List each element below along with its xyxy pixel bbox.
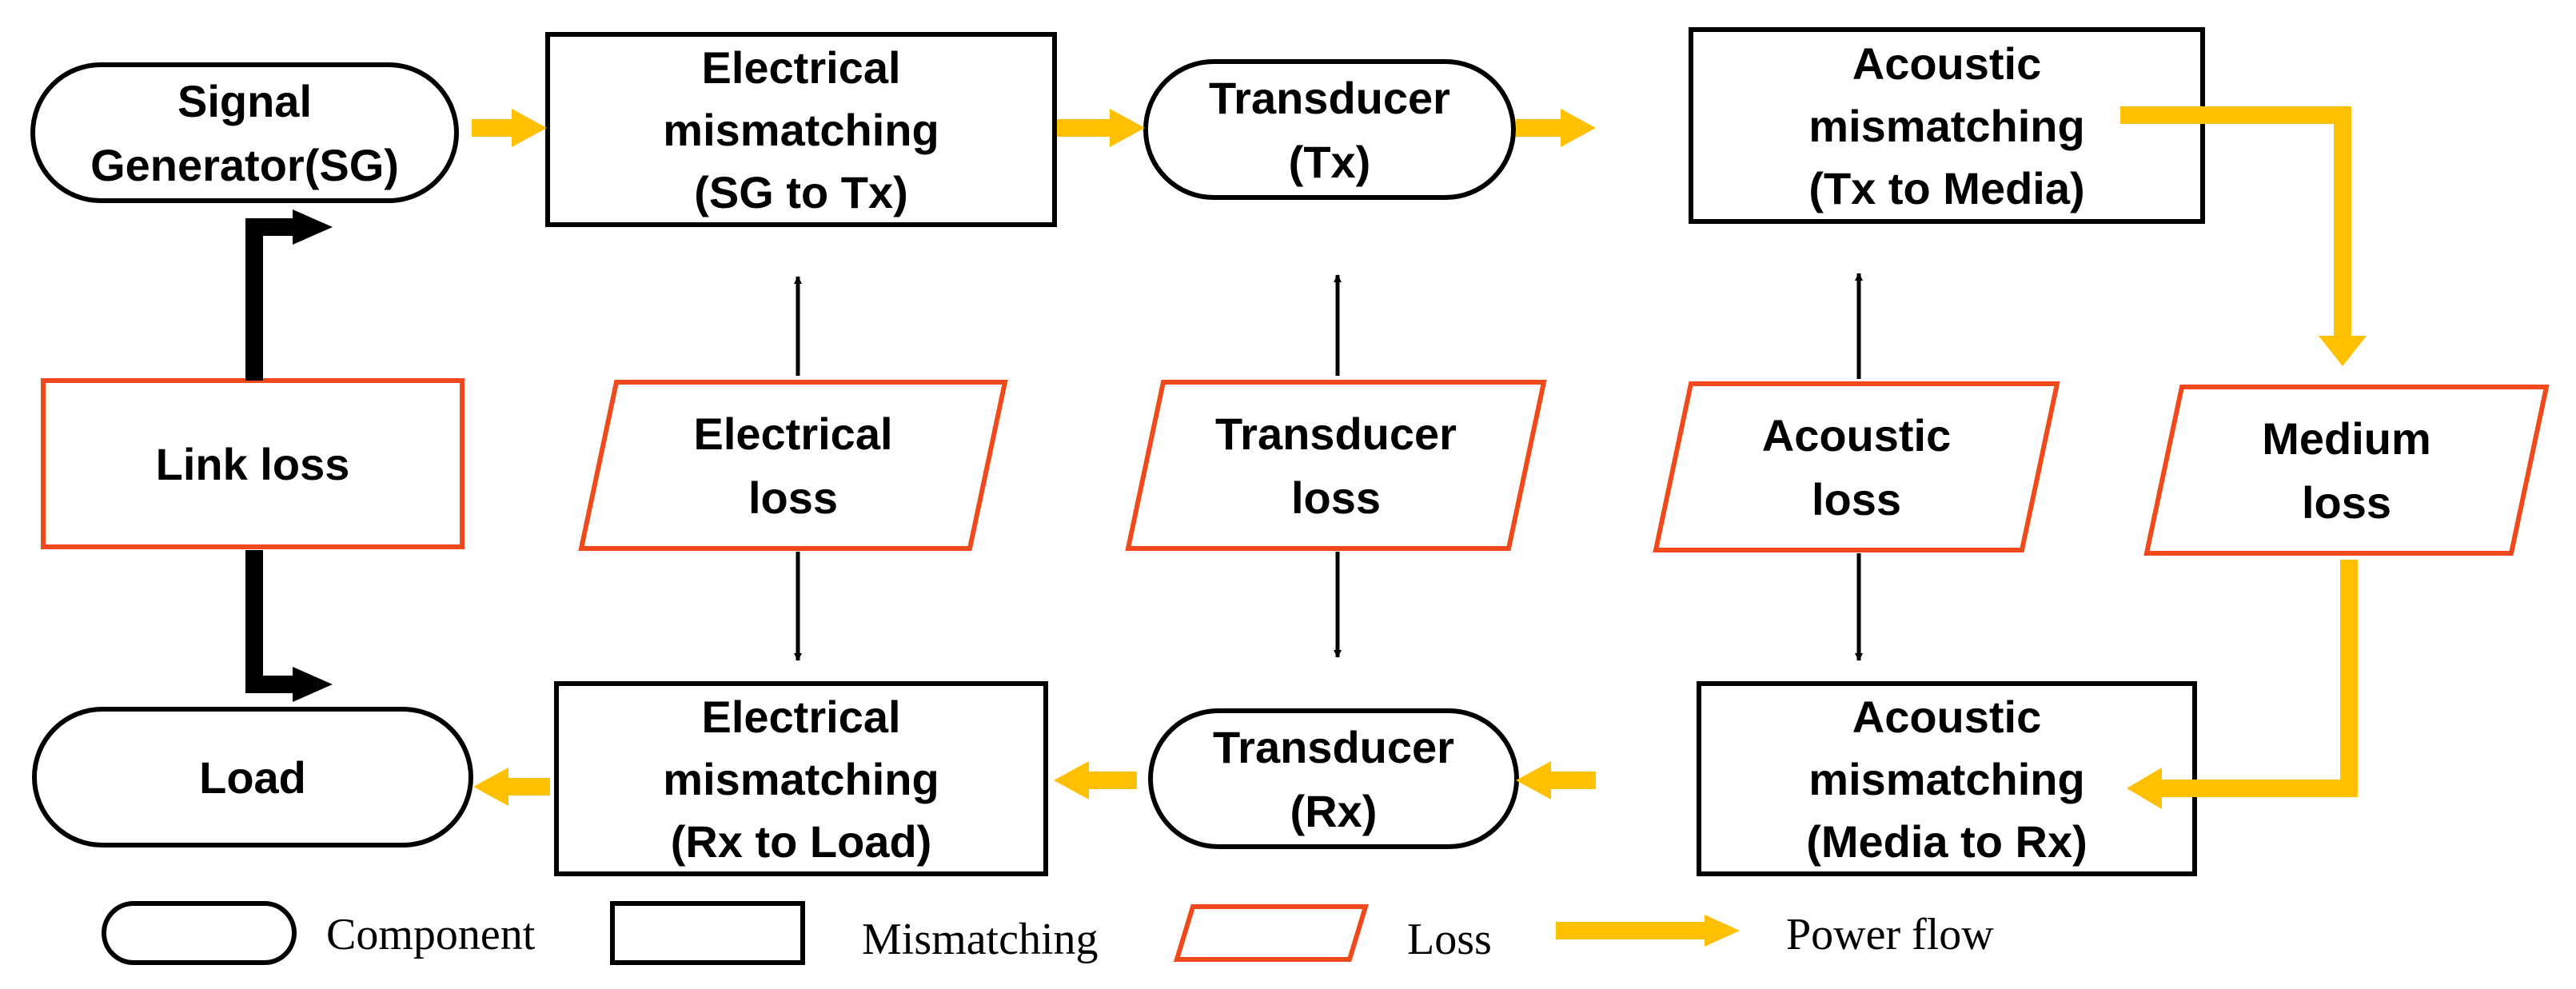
- medium-loss-label-line-1: Medium: [2262, 413, 2431, 464]
- legend: Component Mismatching Loss Power flow: [102, 901, 1994, 965]
- legend-loss: Loss: [1173, 904, 1492, 964]
- electrical-mismatching-sg-to-tx-label-line-2: mismatching: [663, 105, 939, 155]
- acoustic-loss-label-line-2: loss: [1812, 474, 1901, 524]
- acoustic-mismatching-tx-to-media-shape: [1689, 27, 2205, 224]
- electrical-mismatching-rx-to-load-label-line-3: (Rx to Load): [671, 816, 932, 867]
- transducer-loss-node: Transducer loss: [1125, 380, 1547, 551]
- electrical-mismatching-sg-to-tx-shape: [545, 32, 1057, 227]
- medium-loss-label-line-2: loss: [2302, 477, 2391, 528]
- medium-loss-node: Medium loss: [2143, 385, 2550, 556]
- legend-component-swatch: [102, 901, 297, 965]
- link-loss-node: Link loss: [41, 378, 465, 549]
- acoustic-mismatching-tx-to-media-node: Acoustic mismatching (Tx to Media): [1689, 27, 2205, 224]
- power-flow-arrow-transducer-to-acoustic-mismatch: [1516, 109, 1596, 147]
- transducer-rx-node: Transducer (Rx): [1148, 708, 1519, 849]
- link-loss-arrowhead-top: [293, 209, 333, 245]
- load-shape: [32, 707, 473, 847]
- power-flow-arrow-transducer-to-elec-mismatch-rx: [1054, 761, 1137, 800]
- power-flow-arrow-medium-to-acoustic-mismatch-rx: [2127, 560, 2358, 809]
- link-loss-arrow-to-load: [245, 550, 294, 693]
- legend-mismatching: Mismatching: [610, 901, 1099, 965]
- link-loss-label-line-1: Link loss: [156, 439, 350, 489]
- legend-loss-swatch: [1173, 904, 1370, 962]
- acoustic-mismatching-media-to-rx-shape: [1697, 681, 2197, 876]
- electrical-loss-label-line-2: loss: [748, 473, 838, 523]
- load-node: Load: [32, 707, 473, 847]
- signal-generator-label-line-2: Generator(SG): [90, 140, 399, 190]
- acoustic-mismatching-tx-to-media-label-line-3: (Tx to Media): [1808, 163, 2084, 213]
- power-flow-arrow-acoustic-mismatch-to-medium: [2120, 106, 2367, 366]
- electrical-mismatching-rx-to-load-label-line-2: mismatching: [663, 754, 939, 804]
- acoustic-loss-label-line-1: Acoustic: [1762, 410, 1952, 461]
- electrical-loss-node: Electrical loss: [578, 380, 1008, 551]
- signal-generator-label-line-1: Signal: [177, 76, 312, 126]
- acoustic-loss-shape: [1653, 381, 2060, 552]
- transducer-rx-shape: [1148, 708, 1519, 849]
- signal-generator-shape: [30, 62, 459, 203]
- legend-loss-label: Loss: [1407, 915, 1492, 964]
- power-flow-arrow-elec-mismatch-to-transducer: [1057, 109, 1145, 147]
- electrical-loss-label-line-1: Electrical: [693, 409, 892, 459]
- acoustic-loss-node: Acoustic loss: [1653, 381, 2060, 552]
- legend-power-flow-label: Power flow: [1786, 910, 1994, 959]
- link-loss-shape: [41, 378, 465, 549]
- medium-loss-shape: [2143, 385, 2550, 556]
- legend-power-flow: Power flow: [1556, 910, 1994, 959]
- electrical-loss-shape: [578, 380, 1008, 551]
- power-flow-arrow-sg-to-elec-mismatch: [472, 109, 547, 147]
- electrical-mismatching-sg-to-tx-label-line-1: Electrical: [701, 42, 900, 93]
- electrical-mismatching-rx-to-load-shape: [554, 681, 1048, 876]
- electrical-mismatching-sg-to-tx-node: Electrical mismatching (SG to Tx): [545, 32, 1057, 227]
- transducer-loss-shape: [1125, 380, 1547, 551]
- acoustic-mismatching-media-to-rx-label-line-3: (Media to Rx): [1806, 816, 2088, 867]
- loss-arrows: [794, 273, 1863, 661]
- electrical-mismatching-rx-to-load-label-line-1: Electrical: [701, 692, 900, 742]
- link-loss-arrowhead-bottom: [293, 667, 333, 702]
- link-loss-arrow-to-signal-generator: [245, 218, 294, 381]
- transducer-tx-label-line-2: (Tx): [1289, 137, 1371, 187]
- electrical-mismatching-rx-to-load-node: Electrical mismatching (Rx to Load): [554, 681, 1048, 876]
- transducer-tx-node: Transducer (Tx): [1143, 59, 1516, 200]
- power-flow-arrow-elec-mismatch-rx-to-load: [473, 768, 550, 806]
- acoustic-mismatching-media-to-rx-label-line-2: mismatching: [1808, 754, 2084, 804]
- transducer-rx-label-line-1: Transducer: [1213, 722, 1454, 772]
- transducer-loss-label-line-1: Transducer: [1215, 409, 1457, 459]
- power-flow-arrows: [472, 106, 2367, 809]
- legend-mismatching-label: Mismatching: [862, 915, 1099, 964]
- transducer-tx-label-line-1: Transducer: [1209, 73, 1450, 123]
- power-flow-arrow-acoustic-mismatch-rx-to-transducer: [1516, 761, 1596, 800]
- link-loss-arrows: [245, 209, 333, 702]
- legend-component-label: Component: [326, 910, 536, 959]
- acoustic-mismatching-tx-to-media-label-line-1: Acoustic: [1852, 38, 2042, 89]
- load-label-line-1: Load: [199, 752, 306, 803]
- acoustic-mismatching-media-to-rx-label-line-1: Acoustic: [1852, 692, 2042, 742]
- acoustic-mismatching-tx-to-media-label-line-2: mismatching: [1808, 101, 2084, 151]
- legend-power-flow-arrowhead: [1705, 915, 1740, 947]
- transducer-loss-label-line-2: loss: [1291, 473, 1381, 523]
- electrical-mismatching-sg-to-tx-label-line-3: (SG to Tx): [694, 167, 908, 217]
- legend-mismatching-swatch: [610, 901, 805, 965]
- transducer-tx-shape: [1143, 59, 1516, 200]
- transducer-rx-label-line-2: (Rx): [1290, 786, 1378, 836]
- legend-component: Component: [102, 901, 536, 965]
- acoustic-mismatching-media-to-rx-node: Acoustic mismatching (Media to Rx): [1697, 681, 2197, 876]
